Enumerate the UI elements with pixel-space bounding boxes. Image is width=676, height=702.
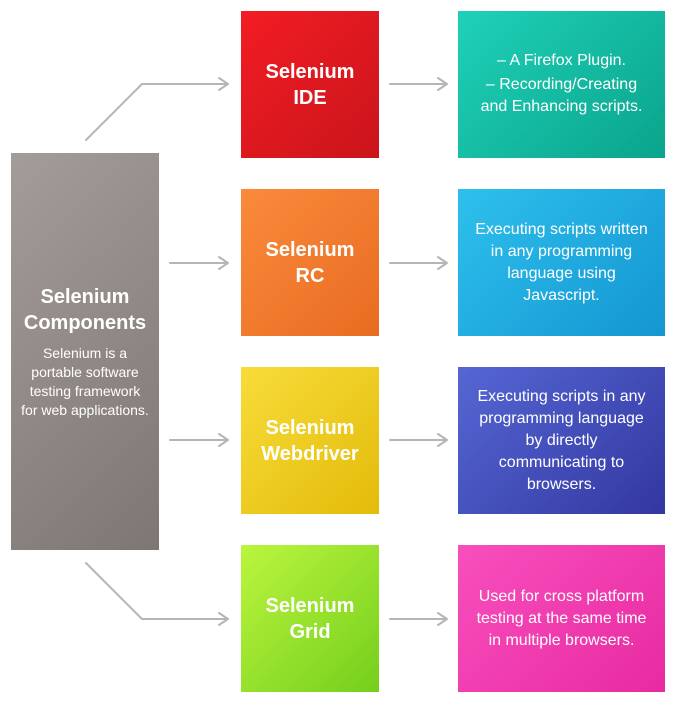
selenium-ide-label: Selenium IDE [265, 60, 355, 109]
arrowhead-ide-to-desc [437, 77, 448, 91]
selenium-rc-description: Executing scripts written in any program… [475, 220, 648, 304]
selenium-webdriver-label: Selenium Webdriver [261, 416, 359, 465]
arrowhead-main-to-webdriver [218, 433, 229, 447]
list-item: A Firefox Plugin. [472, 50, 651, 72]
selenium-ide-description-list: A Firefox Plugin. Recording/Creating and… [472, 50, 651, 120]
arrowhead-grid-to-desc [437, 612, 448, 626]
selenium-rc-box: Selenium RC [241, 189, 379, 336]
selenium-grid-label: Selenium Grid [265, 594, 355, 643]
arrow-main-to-grid [85, 562, 228, 620]
arrowhead-main-to-ide [218, 77, 229, 91]
selenium-rc-description-box: Executing scripts written in any program… [458, 189, 665, 336]
arrowhead-webdriver-to-desc [437, 433, 448, 447]
selenium-webdriver-box: Selenium Webdriver [241, 367, 379, 514]
selenium-ide-description-box: A Firefox Plugin. Recording/Creating and… [458, 11, 665, 158]
arrow-main-to-ide [85, 83, 228, 141]
main-title: Selenium Components [23, 285, 147, 334]
selenium-webdriver-description: Executing scripts in any programming lan… [477, 387, 646, 493]
selenium-rc-label: Selenium RC [265, 238, 355, 287]
selenium-grid-box: Selenium Grid [241, 545, 379, 692]
selenium-webdriver-description-box: Executing scripts in any programming lan… [458, 367, 665, 514]
selenium-grid-description: Used for cross platform testing at the s… [476, 587, 647, 649]
selenium-ide-box: Selenium IDE [241, 11, 379, 158]
arrowhead-rc-to-desc [437, 256, 448, 270]
main-description: Selenium is a portable software testing … [21, 344, 149, 418]
selenium-grid-description-box: Used for cross platform testing at the s… [458, 545, 665, 692]
arrowhead-main-to-rc [218, 256, 229, 270]
list-item: Recording/Creating and Enhancing scripts… [472, 74, 651, 118]
selenium-components-box: Selenium Components Selenium is a portab… [11, 153, 159, 550]
arrowhead-main-to-grid [218, 612, 229, 626]
